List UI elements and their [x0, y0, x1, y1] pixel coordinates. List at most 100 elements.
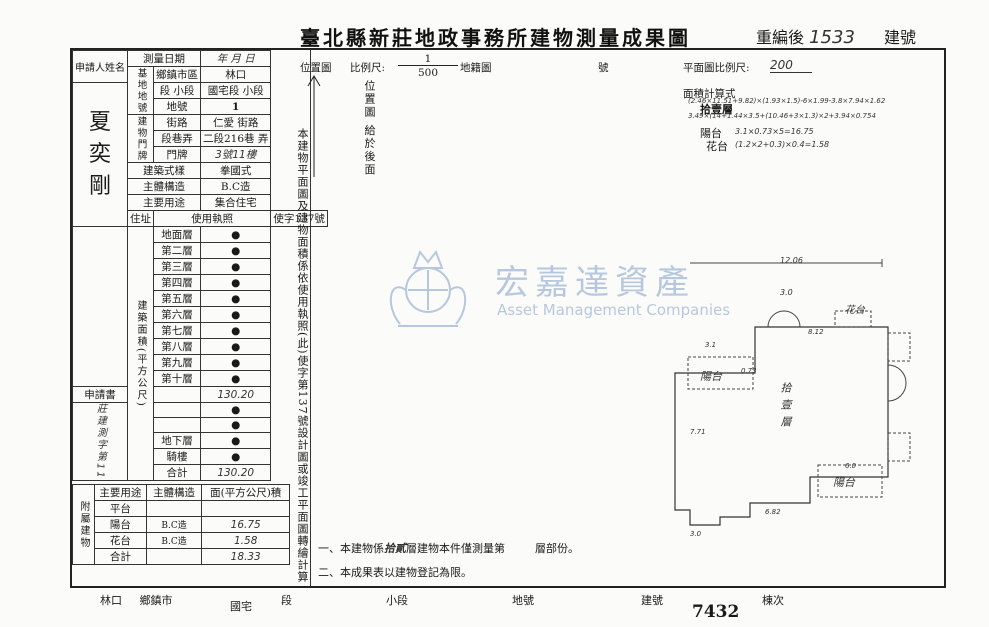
watermark-cn: 宏嘉達資產 [495, 263, 695, 303]
dim-c: 3.1 [705, 341, 717, 349]
annex-structure [145, 500, 203, 517]
floor-label: 第十層 [153, 370, 201, 387]
room-balcony-label: 陽台 [700, 370, 722, 383]
street-label: 街路 [153, 114, 201, 131]
floorplan-scale-value: 200 [770, 58, 812, 73]
name-char-3: 剛 [88, 173, 111, 199]
annex-use: 花台 [93, 532, 147, 549]
floor-plan-outline [674, 326, 889, 526]
floor-value: ● [199, 322, 272, 339]
structure-value: B.C造 [199, 178, 272, 195]
note-2: 二、本成果表以建物登記為限。 [318, 566, 472, 579]
date-value: 年 月 日 [199, 50, 272, 67]
footer-city: 林口 鄉鎮市 [100, 594, 173, 607]
annex-area [201, 500, 290, 517]
annex-label: 附屬建物 [72, 484, 95, 565]
balcony-calc-label: 陽台 [700, 127, 722, 140]
dim-f: 6.82 [765, 508, 781, 516]
style-label: 建築式樣 [127, 162, 201, 179]
rebuild-no: 1533 [809, 27, 855, 48]
city-value: 林口 [199, 66, 272, 83]
area-calc-line2: 3.49×(14+1.44×3.5+(10.46+3×1.3)×2+3.94×0… [688, 112, 876, 120]
area-calc-label: 面積計算式 [683, 88, 736, 100]
floor-value: ● [199, 226, 272, 243]
license-label: 使用執照 [152, 210, 272, 227]
date-label: 測量日期 [127, 50, 201, 67]
floor-value: ● [199, 274, 272, 291]
watermark-crest-icon [389, 250, 467, 327]
address-label: 住址 [127, 210, 154, 227]
annex-area: 16.75 [201, 516, 290, 533]
total-value: 130.20 [199, 464, 272, 481]
watermark-en: Asset Management Companies [497, 301, 731, 319]
use-value: 集合住宅 [199, 194, 272, 211]
lane-value: 二段216巷 弄 [199, 130, 272, 147]
document-title: 臺北縣新莊地政事務所建物測量成果圖 [300, 26, 691, 50]
location-map-label: 位置圖 [300, 62, 332, 74]
floor-value: ● [199, 402, 272, 418]
floor-eleven-label: 拾壹層 [700, 103, 733, 116]
dim-h: 6.0 [845, 462, 857, 470]
annex-total-value: 18.33 [201, 548, 290, 565]
room-flower-label: 花台 [845, 305, 865, 316]
annex-col-use: 主要用途 [93, 484, 147, 501]
lane-label: 段巷弄 [153, 130, 201, 147]
floor-label: 第九層 [153, 354, 201, 371]
name-char-1: 夏 [88, 109, 111, 135]
city-label: 鄉鎮市區 [153, 66, 201, 83]
floor-label [153, 386, 201, 403]
annex-total-label: 合計 [93, 548, 147, 565]
bay-window-outline [887, 364, 907, 402]
application-label: 申請書 [72, 386, 128, 403]
location-label: 基地地號 [127, 66, 154, 115]
floor-value: ● [199, 417, 272, 433]
application-no: 莊建測字第11.30 6827號 [72, 402, 128, 481]
footer-bldg-label: 建號 [641, 594, 663, 607]
floorplan-scale-label: 平面圖比例尺: [683, 62, 750, 74]
parcel-label: 地籍圖 [460, 62, 492, 74]
balcony-calc: 3.1×0.73×5=16.75 [735, 127, 814, 136]
rebuild-number: 重編後 1533 建號 [756, 24, 916, 48]
parcel-suffix: 號 [598, 62, 609, 74]
floor-label: 騎樓 [153, 448, 201, 465]
middle-divider [290, 50, 311, 586]
doorplate-label: 建物門牌 [127, 114, 154, 163]
area-group-label: 建築面積(平方公尺) [127, 226, 154, 481]
floor-value: 130.20 [199, 386, 272, 403]
middle-vertical-note: 本建物平面圖及建物面積係依使用執照(此)使字第137號設計圖或竣工平面圖轉繪計算 [296, 128, 309, 583]
floor-label: 第七層 [153, 322, 201, 339]
north-arrow-icon [307, 75, 321, 177]
flower-calc-label: 花台 [706, 140, 728, 153]
annex-area: 1.58 [201, 532, 290, 549]
left-info-table: 申請人姓名 測量日期 年 月 日 基地地號 鄉鎮市區 林口 夏 奕 剛 段 小段… [72, 50, 328, 586]
dim-top: 12.06 [780, 256, 803, 265]
lot-label: 地號 [153, 98, 201, 115]
document-frame [70, 48, 946, 588]
use-label: 主要用途 [127, 194, 201, 211]
scale-denominator: 500 [417, 67, 439, 79]
footer-sub-label: 小段 [386, 594, 408, 607]
street-value: 仁愛 街路 [199, 114, 272, 131]
floor-label [153, 417, 201, 433]
footer-lot-label: 地號 [512, 594, 534, 607]
number-label: 門牌 [153, 146, 201, 163]
annex-structure: B.C造 [145, 532, 203, 549]
building-no-label: 建號 [884, 28, 917, 47]
dim-g: 3.0 [690, 530, 702, 538]
footer-section: 國宅 [230, 600, 252, 613]
scale-numerator: 1 [398, 53, 458, 66]
floor-label: 第八層 [153, 338, 201, 355]
applicant-name: 夏 奕 剛 [72, 82, 128, 227]
floor-value: ● [199, 306, 272, 323]
rebuild-label: 重編後 [756, 28, 805, 47]
bay-window-outline [767, 310, 801, 328]
address-blank [72, 226, 128, 387]
annex-total-blank [145, 548, 203, 565]
floor-value: ● [199, 258, 272, 275]
dim-d: 0.73 [741, 367, 757, 375]
floor-label: 第四層 [153, 274, 201, 291]
total-label: 合計 [153, 464, 201, 481]
name-char-2: 奕 [88, 141, 111, 167]
floor-label: 第三層 [153, 258, 201, 275]
